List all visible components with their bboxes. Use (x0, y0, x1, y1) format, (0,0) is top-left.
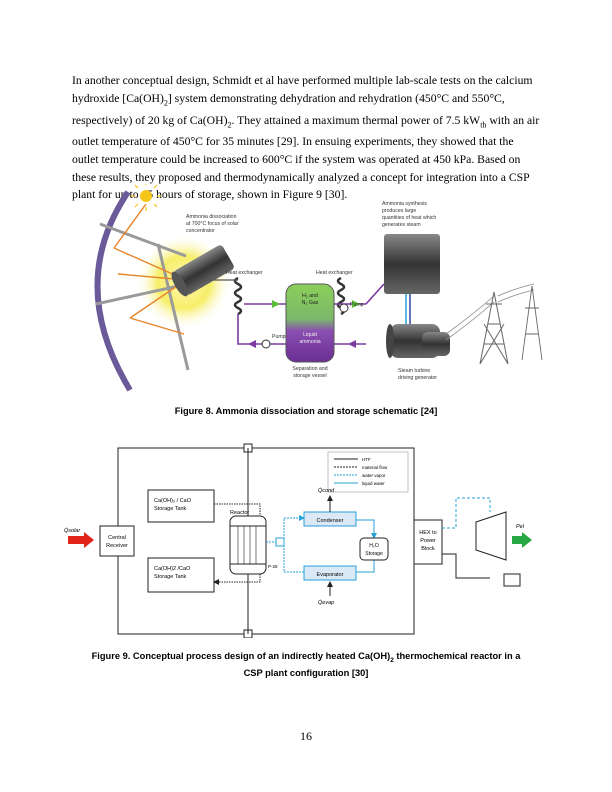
liquid-arrow (248, 340, 256, 348)
figure-9-process-design: HTF material flow water vapor liquid wat… (64, 443, 532, 638)
gas-arrow (352, 300, 360, 308)
pump-left-label: Pump (272, 334, 286, 340)
pump-box (503, 573, 521, 587)
tank-bottom-label-2: Storage Tank (154, 574, 187, 580)
body-paragraph: In another conceptual design, Schmidt et… (72, 72, 542, 204)
p28-label: P-28 (268, 564, 278, 569)
material-flow-line (214, 503, 261, 516)
receiver-canister (171, 245, 234, 297)
solar-dish (94, 190, 133, 392)
paragraph-text: In another conceptual design, Schmidt et… (72, 74, 533, 105)
storage-label-2: Storage (365, 551, 383, 557)
power-block-loop (442, 553, 490, 579)
p-el-label: Pel (516, 524, 525, 530)
turbine-icon (475, 511, 507, 561)
turbine-label-2: driving generator (398, 375, 437, 381)
figure-9-legend: HTF material flow water vapor liquid wat… (327, 451, 409, 493)
caption-text: CSP plant configuration [30] (243, 667, 369, 678)
hex-label-2: Power (420, 538, 436, 544)
synthesis-label-4: generates steam (382, 222, 421, 228)
pump-right-label: Pump (350, 302, 364, 308)
dissociation-label-3: concentrator (186, 228, 215, 234)
receiver-label-2: Receiver (106, 543, 128, 549)
synthesis-tank (384, 234, 440, 294)
dissociation-label-1: Ammonia dissociation (186, 214, 237, 220)
figure-9-caption: Figure 9. Conceptual process design of a… (60, 650, 552, 679)
turbine-label-1: Steam turbine (398, 368, 430, 374)
legend-water-vapor: water vapor (362, 473, 386, 478)
vessel-label-1: Separation and (292, 366, 327, 372)
figure-8-caption: Figure 8. Ammonia dissociation and stora… (174, 406, 438, 416)
pump-icon (339, 303, 349, 313)
liquid-label-2: ammonia (299, 339, 320, 345)
storage-label-1: H₂O (369, 543, 379, 549)
caption-text: thermochemical reactor in a (393, 651, 521, 661)
gas-label-1: H₂ and (302, 293, 318, 299)
condenser-label: Condenser (317, 518, 344, 524)
water-storage (359, 537, 389, 561)
synthesis-label-1: Ammonia synthesis (382, 201, 427, 207)
evaporator-label: Evaporator (317, 572, 344, 578)
reactor-label: Reactor (230, 510, 249, 516)
sun-icon (131, 184, 161, 211)
vessel-label-2: storage vessel (293, 373, 326, 379)
storage-vessel (285, 283, 335, 363)
transmission-tower (479, 291, 509, 365)
hx-right-label: Heat exchanger (316, 270, 353, 276)
page-number: 16 (300, 729, 312, 743)
paragraph-text: with an air outlet temperature of 450°C … (72, 113, 540, 202)
heat-exchanger-coil-left (233, 276, 243, 316)
liquid-arrow (348, 340, 356, 348)
storage-tank-top (147, 489, 215, 523)
power-block-loop (442, 497, 491, 529)
q-evap-label: Q̇evap (318, 599, 334, 606)
subscript: th (480, 119, 487, 129)
caption-text: Figure 9. Conceptual process design of a… (91, 651, 391, 661)
dissociation-label-2: at 700°C focus of solar (186, 221, 239, 227)
valve-icon (275, 537, 285, 547)
paragraph-text: . They attained a maximum thermal power … (231, 113, 481, 127)
liquid-label-1: Liquid (303, 332, 317, 338)
material-flow-line (213, 574, 261, 585)
tank-top-label-1: Ca(OH)₂ / CaO (154, 498, 192, 504)
hex-power-block (413, 519, 443, 565)
synthesis-label-2: produces large (382, 208, 416, 214)
hx-left-label: Heat exchanger (226, 270, 263, 276)
paragraph-text: ] system demonstrating dehydration and r… (72, 91, 505, 127)
q-solar-label: Q̇solar (64, 527, 81, 534)
gas-arrow (272, 300, 280, 308)
storage-tank-bottom (147, 557, 215, 593)
central-receiver (99, 525, 135, 557)
power-lines (445, 283, 535, 341)
transmission-tower (521, 285, 543, 361)
q-cond-label: Q̇cond (318, 487, 335, 494)
legend-liquid-water: liquid water (362, 481, 385, 486)
evaporator (303, 565, 357, 581)
reactor (229, 448, 267, 634)
figure-8-ammonia-schematic: Ammonia dissociation at 700°C focus of s… (94, 184, 543, 392)
pump-icon (261, 339, 271, 349)
tank-top-label-2: Storage Tank (154, 506, 187, 512)
support-strut (156, 243, 190, 371)
power-output-arrow (512, 532, 532, 548)
tank-bottom-label-1: Ca(OH)2 /CaO (154, 566, 191, 572)
legend-htf: HTF (362, 457, 371, 462)
legend-material-flow: material flow (362, 465, 388, 470)
support-strut (99, 222, 187, 258)
steam-turbine (386, 324, 450, 358)
subscript: 2 (227, 119, 232, 129)
synthesis-label-3: quantities of heat which (382, 215, 436, 221)
water-vapor-lines (266, 515, 377, 573)
subscript: 2 (163, 97, 168, 107)
receiver-label-1: Central (108, 535, 126, 541)
hex-label-1: HEX to (419, 530, 436, 536)
liquid-pipe (365, 283, 385, 305)
caption-subscript: 2 (390, 656, 394, 664)
solar-input-arrow (68, 532, 94, 548)
gas-label-2: N₂ Gas (302, 300, 319, 306)
hex-label-3: Block (421, 546, 435, 552)
